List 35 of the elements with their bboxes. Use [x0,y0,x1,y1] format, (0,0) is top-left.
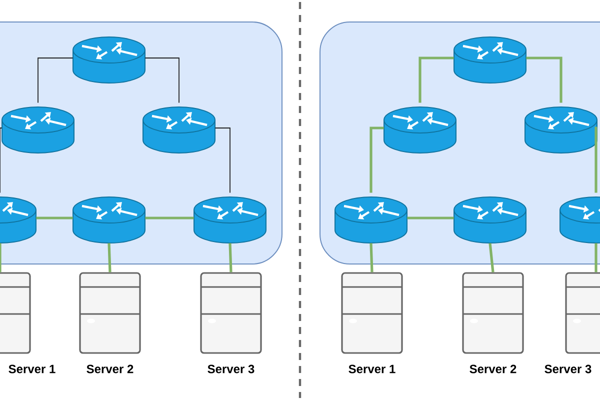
router-icon [2,106,74,154]
network-link [418,56,454,103]
server-label: Server 3 [544,364,592,374]
server-label: Server 3 [208,364,254,374]
network-link [0,128,2,194]
router-icon [72,36,146,84]
router-icon [334,196,408,244]
network-link [144,58,180,104]
router-icon [194,196,266,244]
router-icon [142,106,216,154]
server-label: Server 2 [86,364,134,374]
network-link [594,126,598,193]
network-link [594,243,598,272]
server-label: Server 1 [8,364,56,374]
network-link [526,56,562,103]
router-icon [454,196,526,244]
network-link [407,216,454,220]
network-link [370,243,374,272]
router-icon [72,196,146,244]
router-icon [384,106,456,154]
network-link [108,243,112,272]
network-link [145,216,194,220]
network-link [228,243,232,272]
network-link [0,243,2,272]
router-icon [0,196,36,244]
server-label: Server 2 [470,364,516,374]
router-icon [560,196,600,244]
network-link [36,216,73,220]
network-link [488,243,494,272]
network-link [370,126,384,193]
network-link [38,58,74,104]
router-icon [454,36,526,84]
network-link [214,128,230,194]
server-label: Server 1 [348,364,396,374]
router-icon [524,106,598,154]
